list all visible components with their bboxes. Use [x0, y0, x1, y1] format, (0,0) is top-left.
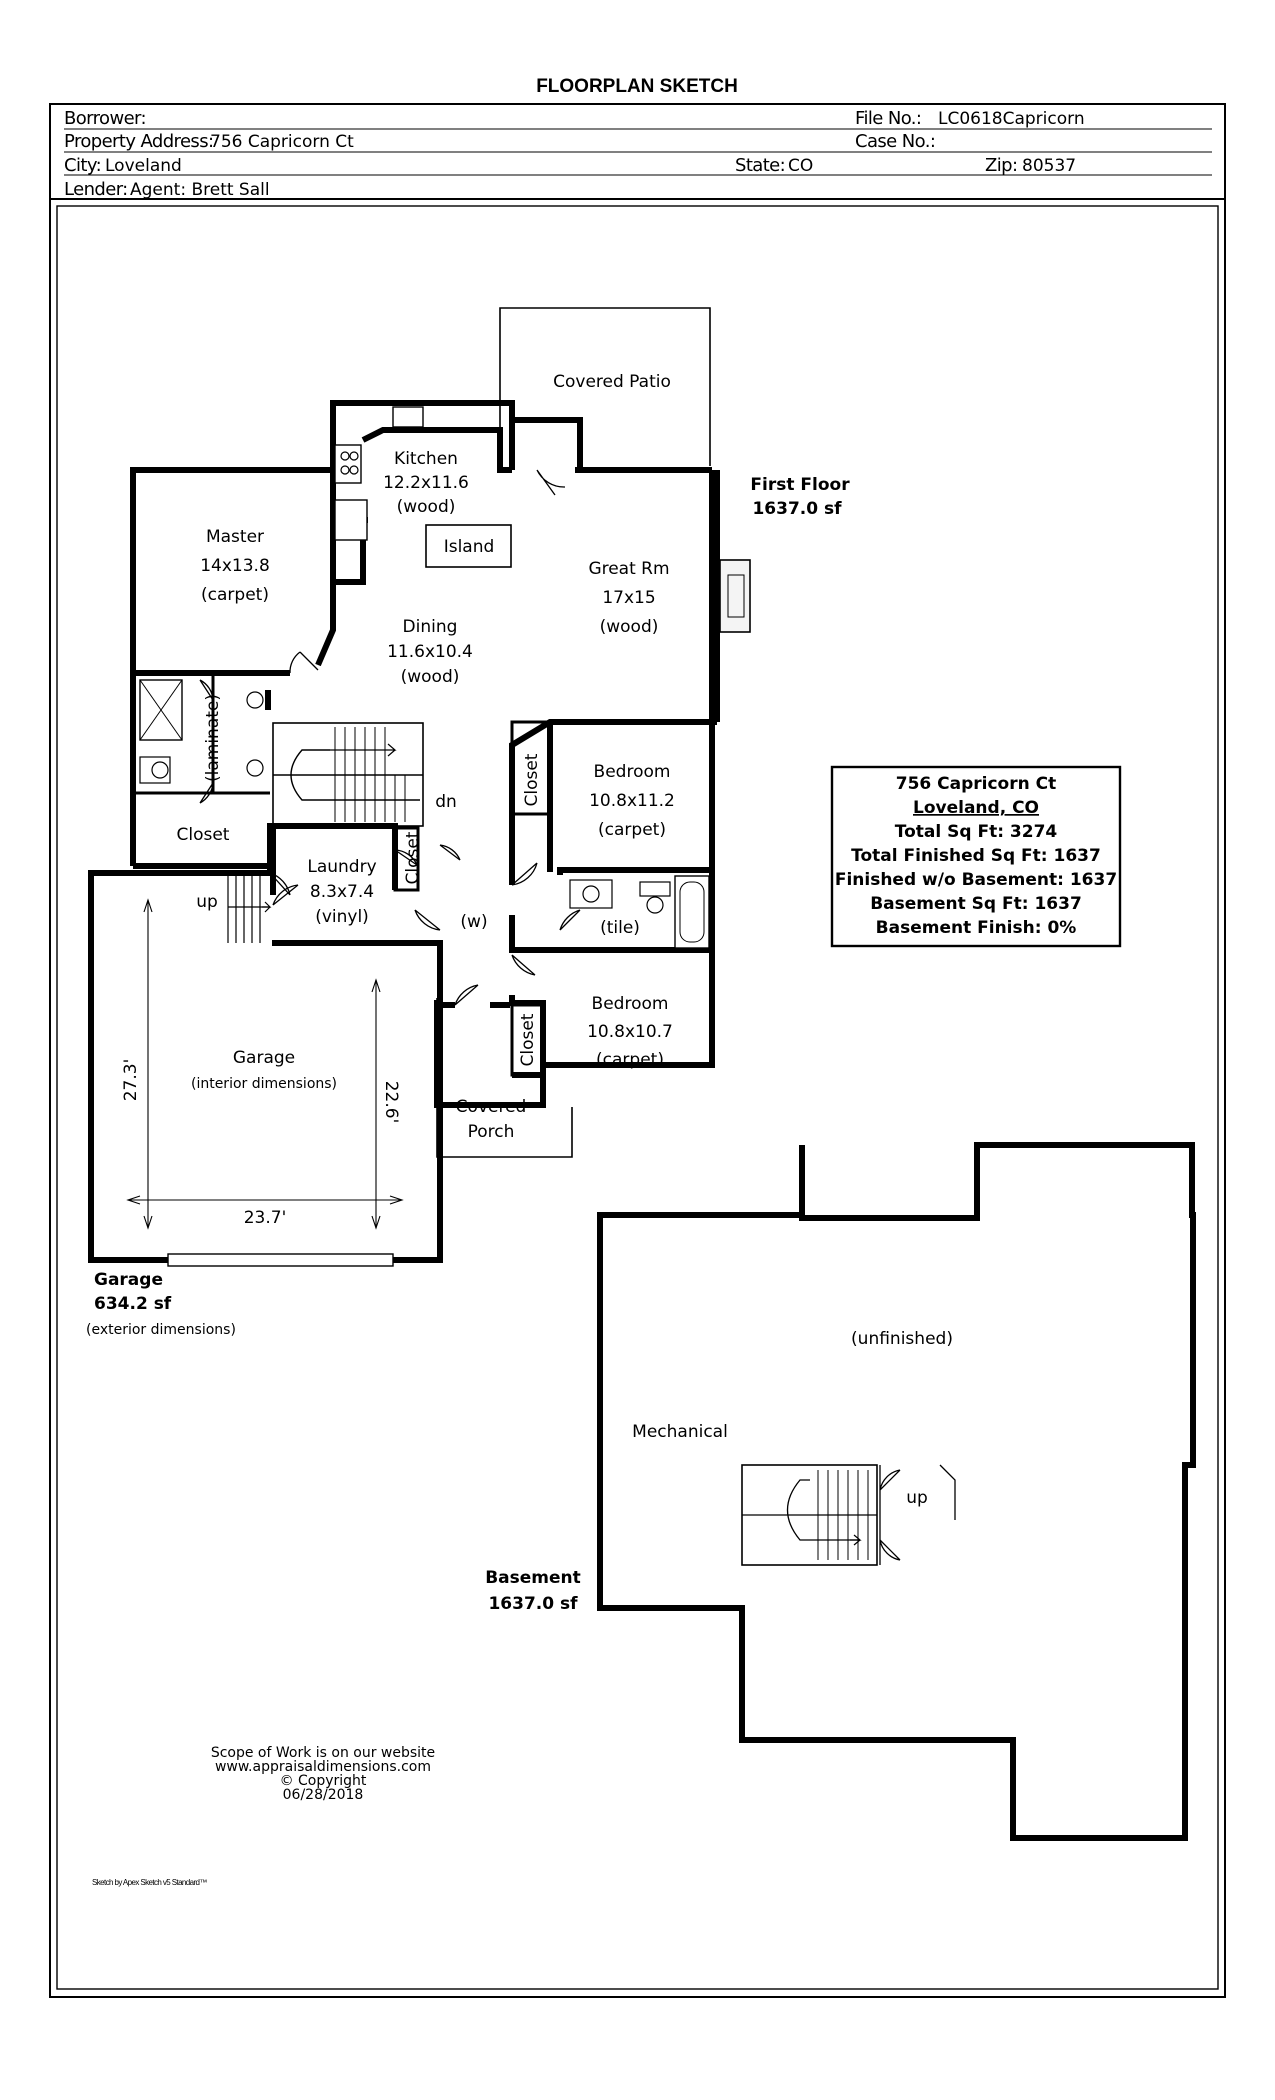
- summary-address: 756 Capricorn Ct: [896, 774, 1057, 794]
- footer-line-4: 06/28/2018: [283, 1787, 364, 1803]
- case-no-label: Case No.:: [855, 131, 935, 152]
- property-address-value: 756 Capricorn Ct: [210, 132, 354, 152]
- dining-floor: (wood): [401, 667, 460, 687]
- kitchen-island: [425, 524, 512, 568]
- hall-floor-label: (w): [460, 912, 487, 932]
- basement-area: 1637.0 sf: [488, 1594, 578, 1614]
- garage-wall: [88, 870, 443, 1263]
- dining-name: Dining: [403, 617, 458, 637]
- footer-credit: Sketch by Apex Sketch v5 Standard™: [92, 1878, 207, 1887]
- master-bath-floor: (laminate): [203, 694, 223, 782]
- master-size: 14x13.8: [200, 556, 270, 576]
- kitchen-floor: (wood): [397, 497, 456, 517]
- great-room-floor: (wood): [600, 617, 659, 637]
- garage-dim-right: 22.6': [381, 1081, 401, 1124]
- city-label: City:: [64, 155, 101, 176]
- state-label: State:: [735, 155, 785, 176]
- summary-basement-sqft: Basement Sq Ft: 1637: [870, 894, 1082, 914]
- state-value: CO: [788, 156, 813, 176]
- island-label: Island: [444, 537, 495, 557]
- basement-unfinished-label: (unfinished): [851, 1329, 953, 1349]
- first-floor-labels: Covered Patio Kitchen 12.2x11.6 (wood) I…: [177, 372, 851, 1142]
- master-floor: (carpet): [201, 585, 269, 605]
- garage-name: Garage: [233, 1048, 295, 1068]
- garage-dim-bottom: 23.7': [244, 1208, 287, 1228]
- basement-plan: (unfinished) Mechanical up Basement 1637…: [485, 1142, 1196, 1841]
- first-floor-title: First Floor: [750, 475, 850, 495]
- summary-finished-wo-basement: Finished w/o Basement: 1637: [835, 870, 1117, 890]
- laundry-floor: (vinyl): [315, 907, 369, 927]
- covered-porch-line2: Porch: [468, 1122, 515, 1142]
- summary-box: 756 Capricorn Ct Loveland, CO Total Sq F…: [830, 765, 1122, 948]
- footer-line-2: www.appraisaldimensions.com: [215, 1759, 431, 1775]
- city-value: Loveland: [105, 156, 182, 176]
- kitchen-name: Kitchen: [394, 449, 458, 469]
- bedroom2-name: Bedroom: [592, 994, 669, 1014]
- basement-wall: [597, 1142, 1196, 1841]
- property-address-label: Property Address:: [64, 131, 213, 152]
- zip-value: 80537: [1022, 156, 1076, 176]
- header-box: Borrower: File No.: LC0618Capricorn Prop…: [49, 103, 1226, 1998]
- garage-title: Garage: [94, 1270, 163, 1290]
- kitchen-size: 12.2x11.6: [383, 473, 469, 493]
- bedroom2-size: 10.8x10.7: [587, 1022, 673, 1042]
- bedroom1-name: Bedroom: [594, 762, 671, 782]
- file-no-value: LC0618Capricorn: [938, 109, 1085, 129]
- bedroom1-floor: (carpet): [598, 820, 666, 840]
- garage-interior-note: (interior dimensions): [191, 1076, 337, 1092]
- laundry-size: 8.3x7.4: [310, 882, 374, 902]
- first-floor-plan: [130, 307, 751, 1158]
- great-room-size: 17x15: [602, 588, 655, 608]
- drawing-frame: [56, 205, 1219, 1990]
- dining-size: 11.6x10.4: [387, 642, 473, 662]
- covered-patio-label: Covered Patio: [553, 372, 671, 392]
- footer-line-1: Scope of Work is on our website: [211, 1745, 435, 1761]
- basement-title: Basement: [485, 1568, 581, 1588]
- file-no-label: File No.:: [855, 108, 921, 129]
- great-room-name: Great Rm: [588, 559, 669, 579]
- lender-label: Lender:: [64, 179, 128, 200]
- footer: Scope of Work is on our website www.appr…: [92, 1745, 435, 1887]
- first-floor-area: 1637.0 sf: [752, 499, 842, 519]
- covered-patio-outline: [499, 307, 711, 466]
- laundry-up-label: up: [196, 892, 218, 912]
- master-closet-label: Closet: [177, 825, 230, 845]
- bedroom2-floor: (carpet): [596, 1050, 664, 1070]
- summary-total-sqft: Total Sq Ft: 3274: [895, 822, 1058, 842]
- garage-area-note: (exterior dimensions): [86, 1322, 236, 1338]
- covered-porch-line1: Covered: [456, 1097, 527, 1117]
- mechanical-label: Mechanical: [632, 1422, 728, 1442]
- lender-value: Agent: Brett Sall: [130, 180, 270, 200]
- master-name: Master: [206, 527, 264, 547]
- summary-total-finished: Total Finished Sq Ft: 1637: [851, 846, 1101, 866]
- garage-plan: Garage (interior dimensions) 27.3' 22.6'…: [86, 870, 443, 1338]
- laundry-name: Laundry: [307, 857, 376, 877]
- laundry-closet-label: Closet: [403, 831, 423, 884]
- page-title: FLOORPLAN SKETCH: [536, 76, 738, 97]
- basement-up-label: up: [906, 1488, 928, 1508]
- footer-line-3: © Copyright: [280, 1773, 367, 1789]
- garage-area: 634.2 sf: [94, 1294, 172, 1314]
- bath-floor-label: (tile): [600, 918, 640, 938]
- bedroom2-closet-label: Closet: [518, 1013, 538, 1066]
- garage-dim-left: 27.3': [121, 1059, 141, 1102]
- borrower-label: Borrower:: [64, 108, 146, 129]
- summary-city: Loveland, CO: [913, 798, 1039, 818]
- zip-label: Zip:: [985, 155, 1017, 176]
- summary-basement-finish: Basement Finish: 0%: [876, 918, 1077, 938]
- stairs-dn-label: dn: [435, 792, 457, 812]
- bedroom1-size: 10.8x11.2: [589, 791, 675, 811]
- bedroom1-closet-label: Closet: [522, 753, 542, 806]
